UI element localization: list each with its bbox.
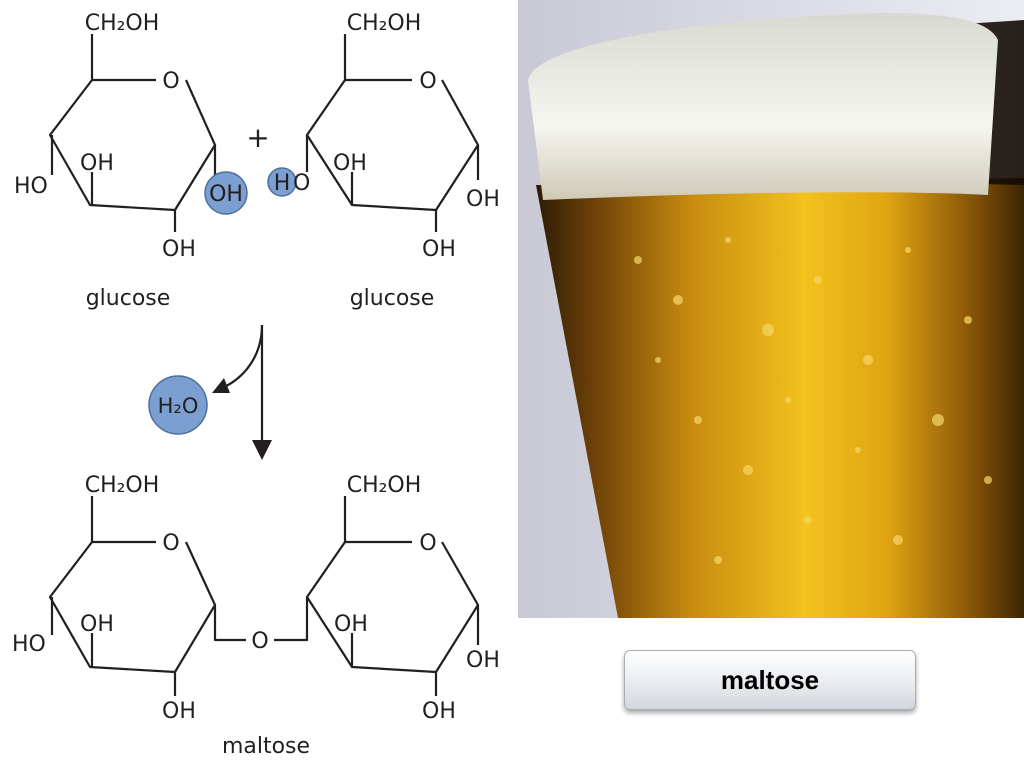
- condensation-droplets: [634, 237, 992, 564]
- water-arrowhead: [212, 378, 230, 393]
- reaction-arrowhead: [252, 440, 272, 460]
- oh-label: OH: [422, 699, 456, 724]
- ring-oxygen-label: O: [162, 531, 179, 556]
- ho-label: HO: [14, 174, 48, 199]
- ring-oxygen-label: O: [419, 69, 436, 94]
- oh-label: OH: [162, 237, 196, 262]
- maltose-ring-right: [274, 496, 480, 696]
- glucose-ring-top-left: [48, 34, 217, 232]
- highlight-water-circle: [148, 375, 208, 435]
- oh-label: OH: [80, 151, 114, 176]
- ch2oh-label: CH₂OH: [347, 473, 422, 498]
- ring-oxygen-label: O: [162, 69, 179, 94]
- glycosidic-bond-diagram: CH₂OH O HO OH OH OH glucose + CH₂OH O H …: [12, 11, 500, 759]
- glucose-name-label: glucose: [350, 286, 435, 311]
- o-label: O: [293, 171, 310, 196]
- oh-label: OH: [466, 648, 500, 673]
- water-label: H₂O: [158, 394, 199, 418]
- plus-sign: +: [246, 121, 269, 154]
- maltose-name-label: maltose: [222, 734, 310, 759]
- glycosidic-oxygen-label: O: [251, 629, 268, 654]
- highlight-h-circle: [267, 167, 297, 197]
- maltose-ring-left: [48, 496, 246, 696]
- maltose-label-button[interactable]: maltose: [624, 650, 916, 710]
- beer-foam: [528, 13, 998, 201]
- oh-label: OH: [422, 237, 456, 262]
- oh-label: OH: [80, 612, 114, 637]
- beer-liquid: [536, 178, 1024, 618]
- water-release-arrow: [221, 324, 264, 390]
- glucose-name-label: glucose: [86, 286, 171, 311]
- ho-label: HO: [12, 632, 46, 657]
- oh-label: OH: [333, 151, 367, 176]
- glucose-ring-top-right: [305, 34, 480, 232]
- highlighted-h-label: H: [274, 171, 291, 196]
- highlight-oh-circle: [204, 171, 248, 215]
- beer-glass-photo: [518, 0, 1024, 618]
- ch2oh-label: CH₂OH: [347, 11, 422, 36]
- oh-label: OH: [466, 187, 500, 212]
- ring-oxygen-label: O: [419, 531, 436, 556]
- highlighted-oh-label: OH: [209, 182, 243, 207]
- oh-label: OH: [334, 612, 368, 637]
- ch2oh-label: CH₂OH: [85, 473, 160, 498]
- ch2oh-label: CH₂OH: [85, 11, 160, 36]
- oh-label: OH: [162, 699, 196, 724]
